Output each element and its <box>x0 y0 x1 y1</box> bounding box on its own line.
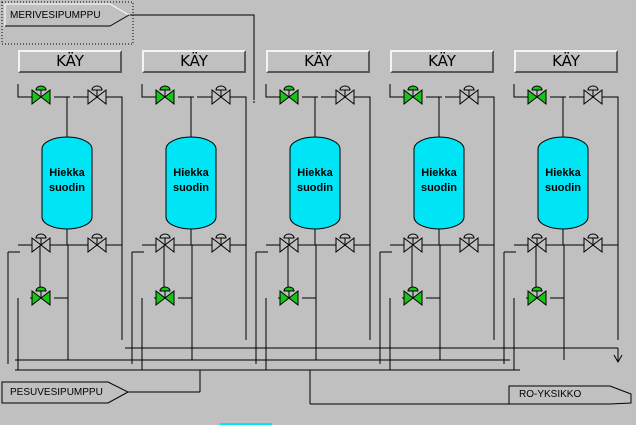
sea-water-pump-label: MERIVESIPUMPPU <box>10 10 101 21</box>
filter-3-backwash-valve[interactable] <box>335 233 355 254</box>
filter-1-backwash-valve[interactable] <box>87 233 107 254</box>
filter-3-status-button[interactable]: KÄY <box>266 50 370 73</box>
filter-1-drain-valve[interactable] <box>31 233 51 254</box>
sea-water-pump-selection <box>1 1 134 45</box>
filter-5-status-button[interactable]: KÄY <box>514 50 618 73</box>
filter-4-drain-valve[interactable] <box>403 233 423 254</box>
filter-4-inlet-valve[interactable] <box>403 85 423 106</box>
tank-label-line-2: suodin <box>544 182 582 194</box>
tank-label-line-1: Hiekka <box>421 167 457 179</box>
tank-label-line-2: suodin <box>296 182 334 194</box>
filter-4-wash-valve[interactable] <box>403 286 423 307</box>
sand-filter-1-label: Hiekka suodin <box>41 166 93 196</box>
filter-1-status-button[interactable]: KÄY <box>18 50 122 73</box>
tank-label-line-1: Hiekka <box>49 167 85 179</box>
filter-2-status-button[interactable]: KÄY <box>142 50 246 73</box>
tank-label-line-2: suodin <box>420 182 458 194</box>
tank-label-line-1: Hiekka <box>297 167 333 179</box>
filter-5-drain-valve[interactable] <box>527 233 547 254</box>
filter-3-inlet-valve[interactable] <box>279 85 299 106</box>
tank-label-line-2: suodin <box>48 182 86 194</box>
filter-5-backwash-valve[interactable] <box>583 233 603 254</box>
filter-2-drain-valve[interactable] <box>155 233 175 254</box>
filter-3-outlet-valve[interactable] <box>335 85 355 106</box>
sand-filter-3-tank[interactable] <box>289 136 341 230</box>
filter-3-wash-valve[interactable] <box>279 286 299 307</box>
wash-water-pump-label: PESUVESIPUMPPU <box>10 387 103 398</box>
sand-filter-3-label: Hiekka suodin <box>289 166 341 196</box>
filter-3-drain-valve[interactable] <box>279 233 299 254</box>
ro-unit-symbol[interactable] <box>508 385 632 405</box>
sand-filter-5-label: Hiekka suodin <box>537 166 589 196</box>
filter-5-wash-valve[interactable] <box>527 286 547 307</box>
filter-2-wash-valve[interactable] <box>155 286 175 307</box>
sand-filter-1-tank[interactable] <box>41 136 93 230</box>
filter-2-inlet-valve[interactable] <box>155 85 175 106</box>
filter-4-status-button[interactable]: KÄY <box>390 50 494 73</box>
sand-filter-5-tank[interactable] <box>537 136 589 230</box>
tank-label-line-2: suodin <box>172 182 210 194</box>
filter-4-backwash-valve[interactable] <box>459 233 479 254</box>
filter-2-backwash-valve[interactable] <box>211 233 231 254</box>
filter-4-outlet-valve[interactable] <box>459 85 479 106</box>
ro-unit-label: RO-YKSIKKO <box>519 389 582 400</box>
wash-water-pump-symbol[interactable] <box>1 381 130 404</box>
sand-filter-4-label: Hiekka suodin <box>413 166 465 196</box>
filter-5-inlet-valve[interactable] <box>527 85 547 106</box>
tank-label-line-1: Hiekka <box>173 167 209 179</box>
sand-filter-2-tank[interactable] <box>165 136 217 230</box>
filter-2-outlet-valve[interactable] <box>211 85 231 106</box>
filter-1-wash-valve[interactable] <box>31 286 51 307</box>
filter-1-outlet-valve[interactable] <box>87 85 107 106</box>
filter-5-outlet-valve[interactable] <box>583 85 603 106</box>
tank-label-line-1: Hiekka <box>545 167 581 179</box>
sand-filter-4-tank[interactable] <box>413 136 465 230</box>
filter-1-inlet-valve[interactable] <box>31 85 51 106</box>
sand-filter-2-label: Hiekka suodin <box>165 166 217 196</box>
